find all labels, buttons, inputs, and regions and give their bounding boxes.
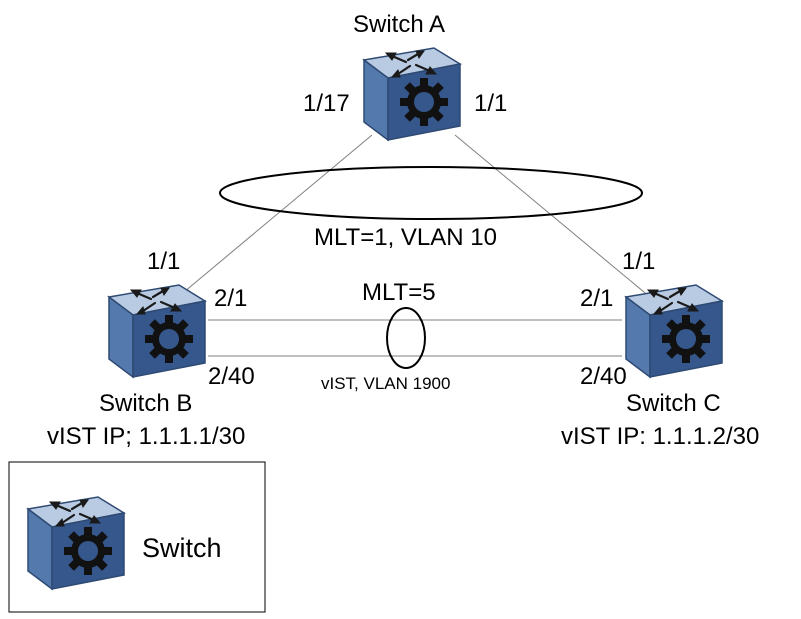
switch-a-port-right: 1/1 — [474, 90, 507, 117]
switch-b-port-upper: 2/1 — [214, 285, 247, 312]
mlt-1-label: MLT=1, VLAN 10 — [314, 224, 497, 251]
switch-a: Switch A 1/17 1/1 — [303, 11, 507, 142]
switch-icon — [26, 495, 126, 591]
switch-b-ip: vIST IP; 1.1.1.1/30 — [47, 423, 245, 450]
switch-c-port-top: 1/1 — [622, 248, 655, 275]
switch-c-ip: vIST IP: 1.1.1.2/30 — [561, 423, 759, 450]
mlt-5-label: MLT=5 — [362, 279, 436, 306]
switch-c-port-lower: 2/40 — [580, 363, 627, 390]
legend-label: Switch — [142, 533, 222, 563]
switch-a-label: Switch A — [353, 11, 445, 38]
mlt-1-ellipse — [219, 166, 643, 220]
switch-b: 1/1 2/1 2/40 Switch B vIST IP; 1.1.1.1/3… — [47, 248, 255, 450]
switch-b-port-top: 1/1 — [147, 248, 180, 275]
link-a-c — [454, 134, 651, 298]
vist-label: vIST, VLAN 1900 — [321, 374, 450, 393]
switch-a-port-left: 1/17 — [303, 90, 350, 117]
switch-icon — [107, 283, 207, 379]
switch-c-label: Switch C — [626, 390, 721, 417]
mlt-5-ellipse — [386, 307, 426, 369]
switch-b-port-lower: 2/40 — [208, 363, 255, 390]
switch-b-label: Switch B — [99, 390, 192, 417]
switch-c: 1/1 2/1 2/40 Switch C vIST IP: 1.1.1.2/3… — [561, 248, 759, 450]
switch-icon — [362, 46, 462, 142]
link-a-b — [177, 134, 373, 298]
switch-c-port-upper: 2/1 — [580, 285, 613, 312]
legend: Switch — [8, 461, 266, 613]
switch-icon — [624, 283, 724, 379]
